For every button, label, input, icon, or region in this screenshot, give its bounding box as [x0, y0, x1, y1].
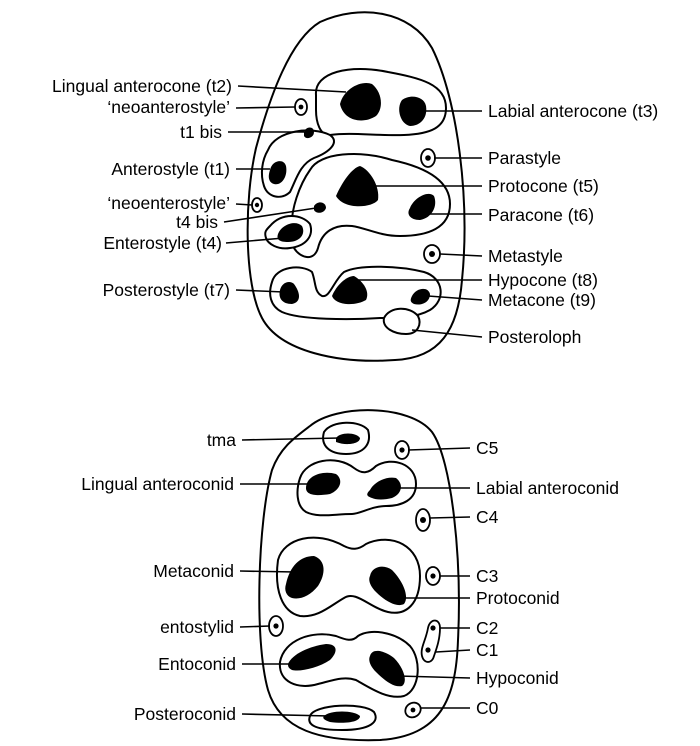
label-anterostyle: Anterostyle (t1): [111, 159, 230, 179]
leader-metaconid: [239, 570, 297, 573]
label-c2: C2: [476, 618, 498, 638]
cusp-entoconid: [288, 644, 336, 671]
leader-c4: [429, 516, 471, 519]
cusp-anterostyle: [268, 161, 287, 185]
dot-c5: [399, 447, 405, 453]
dot-parastyle: [425, 155, 431, 161]
label-labial-anteroconid: Labial anteroconid: [476, 478, 619, 498]
label-metastyle: Metastyle: [488, 246, 563, 266]
cusp-labial-anteroconid: [367, 477, 401, 500]
label-hypoconid: Hypoconid: [476, 668, 559, 688]
label-lingual-anterocone: Lingual anterocone (t2): [52, 76, 232, 96]
leader-neoenterostyle: [235, 203, 253, 206]
label-posteroloph: Posteroloph: [488, 327, 581, 347]
leader-c1: [435, 649, 471, 653]
leader-posteroconid: [241, 713, 331, 717]
upper-posteroloph: [382, 307, 421, 336]
cusp-metaconid: [285, 556, 324, 599]
cusp-labial-anterocone: [399, 96, 427, 126]
label-hypocone: Hypocone (t8): [488, 270, 598, 290]
cusp-metacone: [410, 288, 430, 305]
label-c1: C1: [476, 640, 498, 660]
dot-neoanterostyle: [298, 104, 304, 110]
label-paracone: Paracone (t6): [488, 205, 594, 225]
label-metaconid: Metaconid: [153, 561, 234, 581]
upper-molar: Lingual anterocone (t2) ‘neoanterostyle’…: [52, 11, 658, 362]
leader-posterostyle: [235, 289, 285, 293]
label-c5: C5: [476, 438, 498, 458]
label-c0: C0: [476, 698, 499, 718]
label-metacone: Metacone (t9): [488, 290, 596, 310]
leader-lingual-anterocone: [237, 85, 347, 93]
dot-c4: [420, 517, 426, 523]
cusp-t1-bis: [304, 127, 314, 139]
label-labial-anterocone: Labial anterocone (t3): [488, 101, 658, 121]
dot-c2: [430, 625, 436, 631]
dot-metastyle: [429, 251, 435, 257]
label-neoanterostyle: ‘neoanterostyle’: [107, 97, 230, 117]
leader-neoanterostyle: [235, 106, 296, 109]
label-entostylid: entostylid: [160, 617, 234, 637]
dot-c1: [425, 647, 431, 653]
label-posterostyle: Posterostyle (t7): [103, 280, 230, 300]
leader-hypoconid: [397, 675, 471, 679]
leader-metacone: [427, 295, 483, 301]
label-entoconid: Entoconid: [158, 654, 236, 674]
cusp-lingual-anteroconid: [306, 472, 341, 496]
label-posteroconid: Posteroconid: [134, 704, 236, 724]
cusp-protocone: [336, 166, 379, 207]
dot-c0: [410, 707, 416, 713]
leader-t4-bis: [223, 207, 317, 223]
leader-enterostyle: [225, 237, 285, 244]
label-t1-bis: t1 bis: [180, 122, 222, 142]
label-c4: C4: [476, 507, 499, 527]
cusp-hypocone: [332, 276, 368, 305]
cusp-protoconid: [369, 566, 407, 606]
cusp-lingual-anterocone: [340, 82, 381, 121]
leader-posteroloph: [411, 329, 483, 338]
label-parastyle: Parastyle: [488, 148, 561, 168]
label-lingual-anteroconid: Lingual anteroconid: [81, 474, 234, 494]
dot-neoenterostyle: [254, 202, 260, 208]
dot-entostylid: [273, 623, 279, 629]
dot-c3: [430, 573, 436, 579]
label-enterostyle: Enterostyle (t4): [103, 233, 222, 253]
leader-metastyle: [439, 253, 483, 257]
lower-molar: tma Lingual anteroconid Metaconid entost…: [81, 409, 619, 742]
label-neoenterostyle: ‘neoenterostyle’: [107, 193, 230, 213]
leader-tma: [241, 437, 341, 441]
cusp-posteroconid: [323, 711, 360, 723]
cusp-tma: [336, 433, 360, 445]
label-tma: tma: [207, 430, 236, 450]
label-protoconid: Protoconid: [476, 588, 560, 608]
cusp-hypoconid: [369, 650, 405, 687]
label-protocone: Protocone (t5): [488, 176, 599, 196]
cusp-t4-bis: [314, 202, 326, 213]
label-t4-bis: t4 bis: [176, 212, 218, 232]
label-c3: C3: [476, 566, 498, 586]
leader-c5: [407, 447, 471, 451]
cusp-posterostyle: [279, 282, 299, 304]
leader-entostylid: [239, 625, 271, 628]
